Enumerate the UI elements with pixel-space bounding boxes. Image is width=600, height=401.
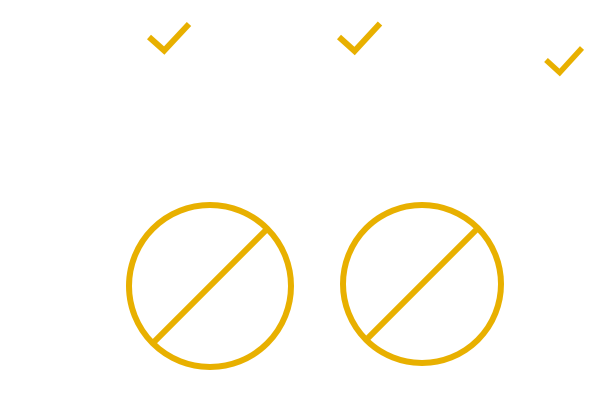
prohibited-row bbox=[126, 202, 504, 370]
prohibited-ring bbox=[340, 202, 504, 366]
checkmark-icon bbox=[147, 21, 192, 55]
checkmarks-row bbox=[147, 21, 585, 77]
prohibited-icon bbox=[126, 202, 294, 370]
prohibited-slash bbox=[150, 226, 270, 346]
prohibited-slash bbox=[364, 226, 480, 342]
checkmark-icon bbox=[544, 46, 585, 77]
prohibited-icon bbox=[340, 202, 504, 366]
checkmark-icon bbox=[336, 21, 383, 56]
prohibited-ring bbox=[126, 202, 294, 370]
